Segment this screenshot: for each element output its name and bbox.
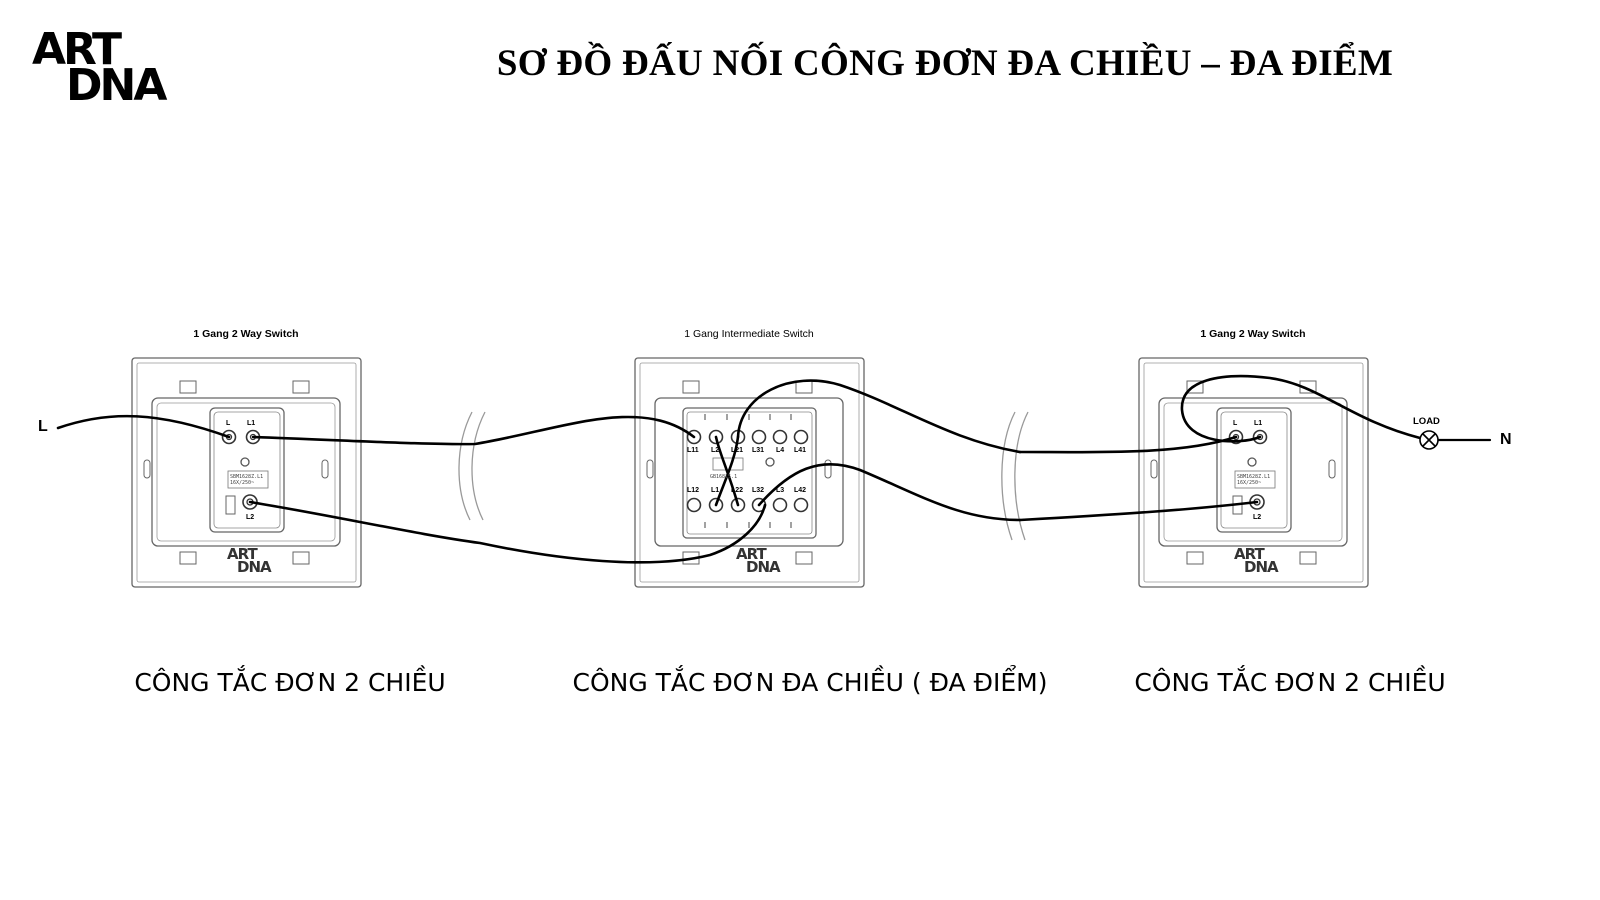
wire-mid-to-right-bottom — [757, 462, 1022, 522]
mid-terminal-l1: L1 — [711, 487, 720, 494]
left-spec-rating: 16X/250~ — [230, 480, 255, 486]
mid-terminal-l2: L2 — [711, 447, 720, 454]
logo-line-2: DNA — [66, 60, 167, 111]
wires — [56, 374, 1492, 564]
page-title: SƠ ĐỒ ĐẤU NỐI CÔNG ĐƠN ĐA CHIỀU – ĐA ĐIỂ… — [496, 43, 1394, 84]
wire-mid-cross-1 — [714, 435, 740, 507]
mid-terminal-l21: L21 — [731, 447, 744, 454]
wire-mid-cross-2 — [714, 435, 740, 507]
middle-switch-heading: 1 Gang Intermediate Switch — [684, 328, 814, 340]
mid-brand-line-2: DNA — [746, 558, 781, 576]
load-lamp-icon — [1419, 430, 1439, 450]
wire-line-in — [56, 414, 231, 439]
left-brand-line-2: DNA — [237, 558, 272, 576]
line-label: L — [38, 418, 48, 435]
mid-spec-model: GB16815.1 — [710, 474, 738, 480]
mid-terminal-l31: L31 — [752, 447, 765, 454]
right-brand-line-2: DNA — [1244, 558, 1279, 576]
mid-terminal-l22: L22 — [731, 487, 744, 494]
wire-left-l2-to-middle — [248, 500, 767, 564]
mid-terminal-l41: L41 — [794, 447, 807, 454]
right-switch-heading: 1 Gang 2 Way Switch — [1200, 328, 1306, 340]
left-switch-caption: CÔNG TẮC ĐƠN 2 CHIỀU — [134, 668, 446, 697]
artdna-logo: ART DNA — [32, 28, 182, 112]
mid-terminal-l32: L32 — [752, 487, 765, 494]
right-terminal-l: L — [1233, 420, 1238, 427]
wire-left-l1-to-middle — [251, 415, 696, 446]
right-terminal-l1: L1 — [1254, 420, 1263, 427]
mid-terminal-l3: L3 — [776, 487, 785, 494]
wire-mid-loop-top — [736, 379, 1022, 454]
neutral-label: N — [1500, 431, 1512, 448]
left-switch-plate — [131, 357, 362, 588]
left-terminal-l: L — [226, 420, 231, 427]
wire-right-loop — [1180, 374, 1422, 443]
right-spec-rating: 16X/250~ — [1237, 480, 1262, 486]
wire-right-bottom-in — [1018, 500, 1259, 522]
logo-line-1: ART — [32, 24, 122, 75]
right-terminal-l2: L2 — [1253, 514, 1262, 521]
mid-brand-line-1: ART — [736, 545, 767, 563]
mid-terminal-l11: L11 — [687, 447, 699, 454]
left-switch-heading: 1 Gang 2 Way Switch — [193, 328, 299, 340]
right-spec-model: SBM1628Z.L1 — [1237, 474, 1271, 480]
right-brand-line-1: ART — [1234, 545, 1265, 563]
wire-right-top-in — [1018, 435, 1238, 454]
mid-terminal-l42: L42 — [794, 487, 807, 494]
mid-terminal-l4: L4 — [776, 447, 785, 454]
left-terminal-l1: L1 — [247, 420, 256, 427]
wire-break-marks — [458, 411, 1029, 541]
left-brand-line-1: ART — [227, 545, 258, 563]
load-label: LOAD — [1413, 416, 1440, 427]
left-spec-model: SBM1628Z.L1 — [230, 474, 264, 480]
left-terminal-l2: L2 — [246, 514, 255, 521]
right-switch-caption: CÔNG TẮC ĐƠN 2 CHIỀU — [1134, 668, 1446, 697]
middle-switch-caption: CÔNG TẮC ĐƠN ĐA CHIỀU ( ĐA ĐIỂM) — [572, 668, 1048, 697]
right-switch-plate — [1138, 357, 1369, 588]
mid-terminal-l12: L12 — [687, 487, 700, 494]
